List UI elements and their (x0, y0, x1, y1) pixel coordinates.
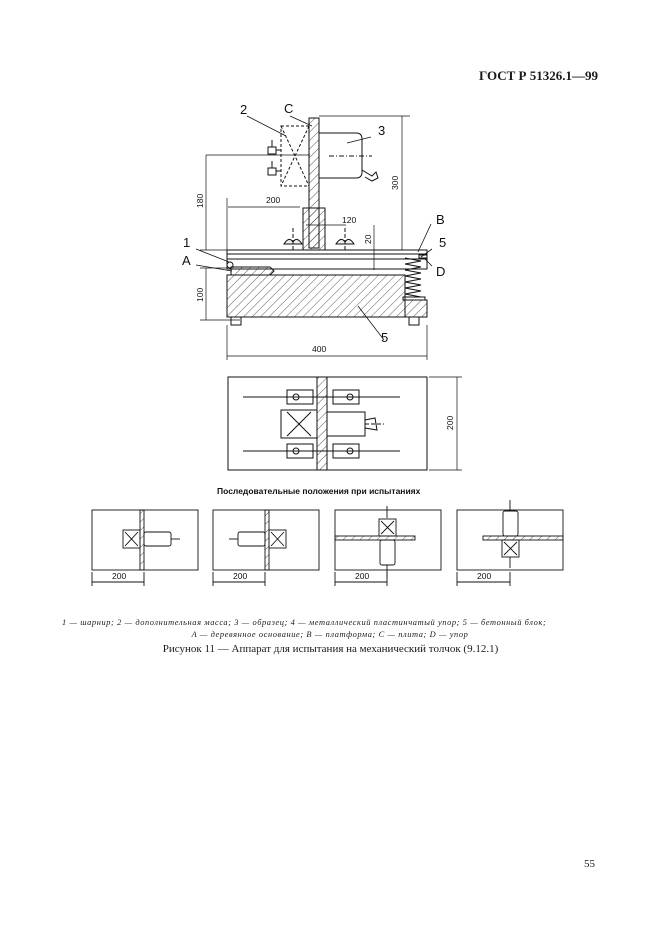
bolt-upper (267, 140, 281, 155)
position-3 (334, 506, 442, 586)
page-number: 55 (584, 858, 595, 870)
position-2 (212, 509, 320, 586)
side-labels: 2 C 3 1 A B 5 D 5 300 180 200 120 20 100… (182, 101, 446, 354)
label-c: C (284, 101, 293, 116)
sample-handle (361, 169, 379, 182)
sequence-title: Последовательные положения при испытания… (217, 486, 421, 496)
dim-100: 100 (195, 288, 205, 302)
dim-400: 400 (312, 344, 326, 354)
label-4: 5 (439, 235, 446, 250)
dim-top-200: 200 (445, 416, 455, 430)
top-plate (316, 376, 328, 471)
concrete-block (226, 274, 406, 318)
dim-120: 120 (342, 215, 356, 225)
label-d: D (436, 264, 445, 279)
sample (318, 132, 363, 179)
label-1: 1 (183, 235, 190, 250)
label-5: 5 (381, 330, 388, 345)
dim-300: 300 (390, 176, 400, 190)
top-view (227, 376, 462, 471)
label-3: 3 (378, 123, 385, 138)
dim-lines (200, 115, 428, 360)
figure-legend: 1 — шарнир; 2 — дополнительная масса; 3 … (62, 617, 598, 641)
concrete-block-step (404, 299, 428, 318)
legend-line-2: A — деревянное основание; B — платформа;… (191, 630, 469, 639)
svg-text:200: 200 (477, 571, 491, 581)
label-a: A (182, 253, 191, 268)
spring-stop (402, 254, 428, 301)
legend-line-1: 1 — шарнир; 2 — дополнительная масса; 3 … (62, 618, 547, 627)
apparatus-drawing: 2 C 3 1 A B 5 D 5 300 180 200 120 20 100… (91, 101, 564, 586)
plate-bracket (302, 207, 326, 251)
bolt-lower (267, 161, 281, 176)
svg-text:200: 200 (355, 571, 369, 581)
figure-caption: Рисунок 11 — Аппарат для испытания на ме… (162, 643, 499, 655)
svg-text:200: 200 (112, 571, 126, 581)
position-1 (91, 509, 199, 586)
document-header: ГОСТ Р 51326.1—99 (479, 68, 598, 83)
side-view (195, 115, 433, 360)
svg-text:200: 200 (233, 571, 247, 581)
hinge (226, 261, 234, 269)
top-clamps (243, 389, 400, 459)
leader-lines (195, 115, 433, 341)
dim-20: 20 (363, 234, 373, 244)
additional-mass (280, 125, 310, 187)
label-b: B (436, 212, 445, 227)
wooden-base (230, 266, 275, 276)
position-dims: 200 200 200 200 (112, 571, 491, 581)
dim-180: 180 (195, 194, 205, 208)
dim-200: 200 (266, 195, 280, 205)
position-4 (456, 500, 564, 586)
label-2: 2 (240, 102, 247, 117)
